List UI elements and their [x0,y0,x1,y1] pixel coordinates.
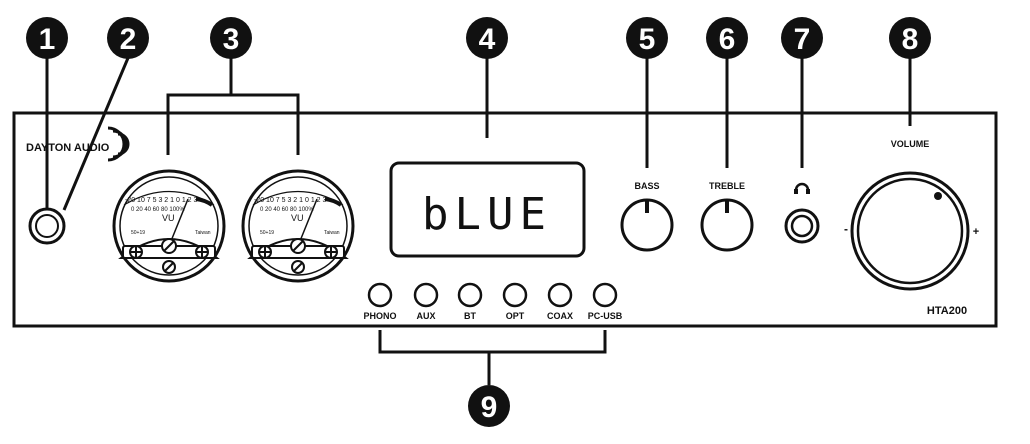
vu-red-zone [195,197,214,207]
input-label-phono: PHONO [363,311,396,321]
svg-text:50+19: 50+19 [260,230,274,236]
logo-wave-icon [107,126,126,162]
callouts: 1 2 3 4 5 6 7 8 [26,17,931,427]
vu-label: VU [162,213,175,223]
callout-4: 4 [466,17,508,59]
screw-icon [129,245,143,259]
svg-text:6: 6 [719,23,736,56]
display-text: bLUE [422,189,552,240]
input-button-aux[interactable] [413,282,439,308]
svg-text:3: 3 [223,23,240,56]
headphone-jack[interactable] [784,182,820,244]
input-button-phono[interactable] [367,282,393,308]
callout-1: 1 [26,17,68,59]
treble-label: TREBLE [709,181,745,191]
volume-plus-label: + [973,226,979,238]
svg-text:2: 2 [120,23,137,56]
screw-icon [291,260,305,274]
input-label-coax: COAX [547,311,573,321]
treble-knob[interactable]: TREBLE [700,181,754,252]
callout-9: 9 [468,385,510,427]
bass-label: BASS [634,181,659,191]
screw-icon [162,260,176,274]
screw-icon [258,245,272,259]
knob-indicator [934,192,942,200]
input-button-coax[interactable] [547,282,573,308]
callout-7: 7 [781,17,823,59]
input-label-bt: BT [464,311,476,321]
volume-minus-label: - [844,222,848,236]
svg-text:8: 8 [902,23,919,56]
svg-text:1: 1 [39,23,56,56]
svg-text:Taiwan: Taiwan [324,230,340,236]
svg-text:4: 4 [479,23,496,56]
vu-red-zone [324,197,343,207]
screw-icon [195,245,209,259]
input-button-pc-usb[interactable] [592,282,618,308]
input-label-aux: AUX [416,311,435,321]
screw-icon [290,238,306,254]
vu-scale-bottom: 0 20 40 60 80 100% [260,207,314,213]
vu-meter-right: -20 10 7 5 3 2 1 0 1 2 3 0 20 40 60 80 1… [241,169,355,283]
callout-lines [45,57,912,385]
svg-text:Taiwan: Taiwan [195,230,211,236]
volume-label: VOLUME [891,139,930,149]
callout-bracket-9 [378,330,607,354]
vu-scale-top: -20 10 7 5 3 2 1 0 1 2 3 [254,197,326,204]
display: bLUE [389,161,586,258]
callout-2: 2 [107,17,149,59]
headphones-icon [794,182,810,191]
vu-scale-bottom: 0 20 40 60 80 100% [131,207,185,213]
power-button[interactable] [28,207,66,245]
screw-icon [161,238,177,254]
svg-text:50+19: 50+19 [131,230,145,236]
svg-text:DAYTON AUDIO: DAYTON AUDIO [26,142,110,154]
vu-scale-top: -20 10 7 5 3 2 1 0 1 2 3 [125,197,197,204]
vu-label: VU [291,213,304,223]
callout-6: 6 [706,17,748,59]
input-label-pc-usb: PC-USB [588,311,623,321]
volume-knob[interactable]: VOLUME - + [844,139,979,291]
callout-3: 3 [210,17,252,59]
input-button-bt[interactable] [457,282,483,308]
callout-line-2 [62,57,130,211]
svg-text:9: 9 [481,391,498,424]
bass-knob[interactable]: BASS [620,181,674,252]
input-button-opt[interactable] [502,282,528,308]
input-buttons: PHONO AUX BT OPT COAX PC-USB [363,282,623,321]
svg-text:5: 5 [639,23,656,56]
vu-meter-left: -20 10 7 5 3 2 1 0 1 2 3 0 20 40 60 80 1… [112,169,226,283]
callout-5: 5 [626,17,668,59]
callout-bracket-3 [166,93,300,155]
screw-icon [324,245,338,259]
svg-text:7: 7 [794,23,811,56]
model-label: HTA200 [927,305,967,317]
input-label-opt: OPT [506,311,525,321]
callout-8: 8 [889,17,931,59]
